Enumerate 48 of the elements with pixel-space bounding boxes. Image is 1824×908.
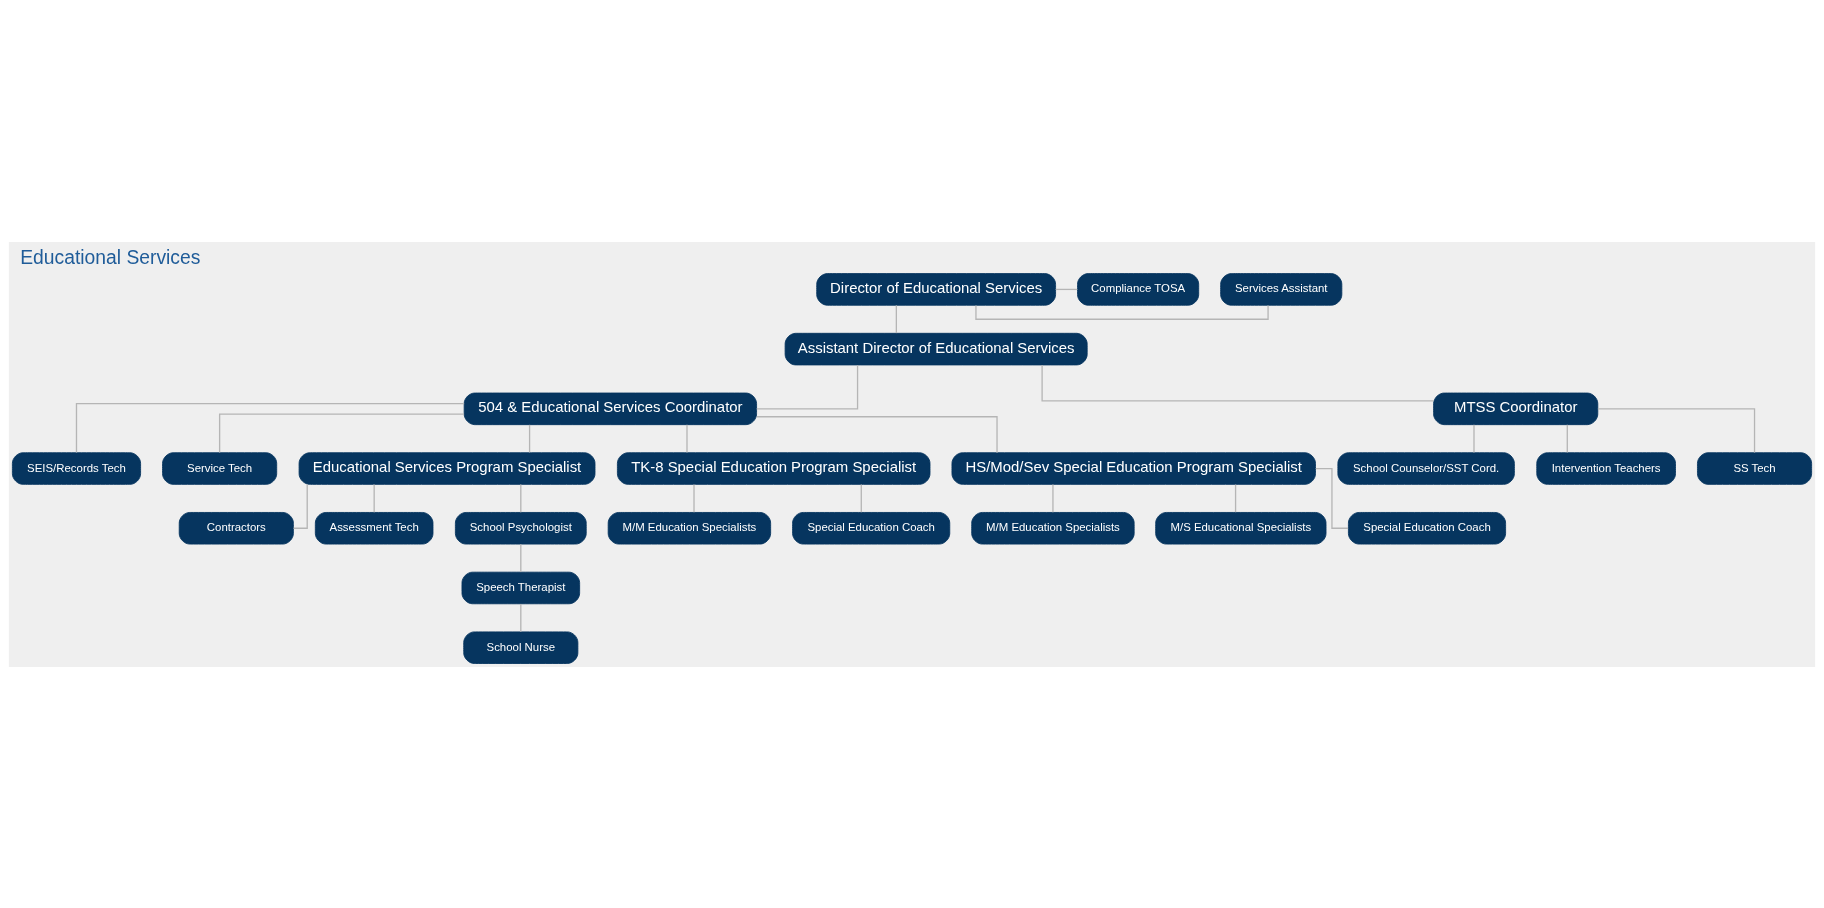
node-box: Compliance TOSA xyxy=(1077,272,1200,306)
node-box: Intervention Teachers xyxy=(1536,451,1676,485)
node-box: School Nurse xyxy=(463,630,579,664)
connector xyxy=(218,412,465,453)
connector xyxy=(373,483,375,513)
connector xyxy=(1052,483,1054,513)
connector xyxy=(1041,363,1435,402)
connector xyxy=(895,304,897,334)
node-box: M/M Education Specialists xyxy=(971,511,1135,544)
node-box: Assessment Tech xyxy=(314,511,434,544)
connector xyxy=(75,402,465,453)
node-box: HS/Mod/Sev Special Education Program Specialist xyxy=(951,451,1316,485)
node-box: SS Tech xyxy=(1697,451,1813,485)
node-box: Services Assistant xyxy=(1220,272,1343,306)
node-box: School Counselor/SST Cord. xyxy=(1337,451,1515,485)
connector xyxy=(1566,423,1568,453)
connector xyxy=(292,483,308,529)
connector xyxy=(693,483,695,513)
node-box: Contractors xyxy=(178,511,294,544)
diagram-title: Educational Services xyxy=(20,246,201,268)
connector xyxy=(520,543,522,573)
node-box: M/S Educational Specialists xyxy=(1155,511,1327,544)
connector xyxy=(975,304,1269,320)
connector xyxy=(1597,407,1756,453)
connector xyxy=(1055,288,1078,290)
node-box: 504 & Educational Services Coordinator xyxy=(463,392,758,425)
node-box: Service Tech xyxy=(162,451,278,485)
node-box: M/M Education Specialists xyxy=(607,511,772,544)
connector xyxy=(686,423,688,453)
node-box: Special Education Coach xyxy=(792,511,951,544)
connector xyxy=(756,415,998,453)
node-box: Director of Educational Services xyxy=(816,272,1056,306)
connector xyxy=(1234,483,1237,513)
connector xyxy=(528,423,531,453)
node-box: Speech Therapist xyxy=(461,571,581,604)
connector xyxy=(520,602,522,632)
node-box: Educational Services Program Specialist xyxy=(298,451,596,485)
node-box: School Psychologist xyxy=(454,511,587,544)
node-box: Special Education Coach xyxy=(1348,511,1507,544)
connector xyxy=(1315,467,1349,529)
node-box: Assistant Director of Educational Services xyxy=(784,332,1088,365)
connector xyxy=(520,483,522,513)
connector xyxy=(756,363,859,409)
connector xyxy=(860,483,862,513)
node-box: MTSS Coordinator xyxy=(1433,392,1599,425)
node-box: SEIS/Records Tech xyxy=(11,451,142,485)
connector xyxy=(1473,423,1475,453)
node-box: TK-8 Special Education Program Specialist xyxy=(616,451,931,485)
